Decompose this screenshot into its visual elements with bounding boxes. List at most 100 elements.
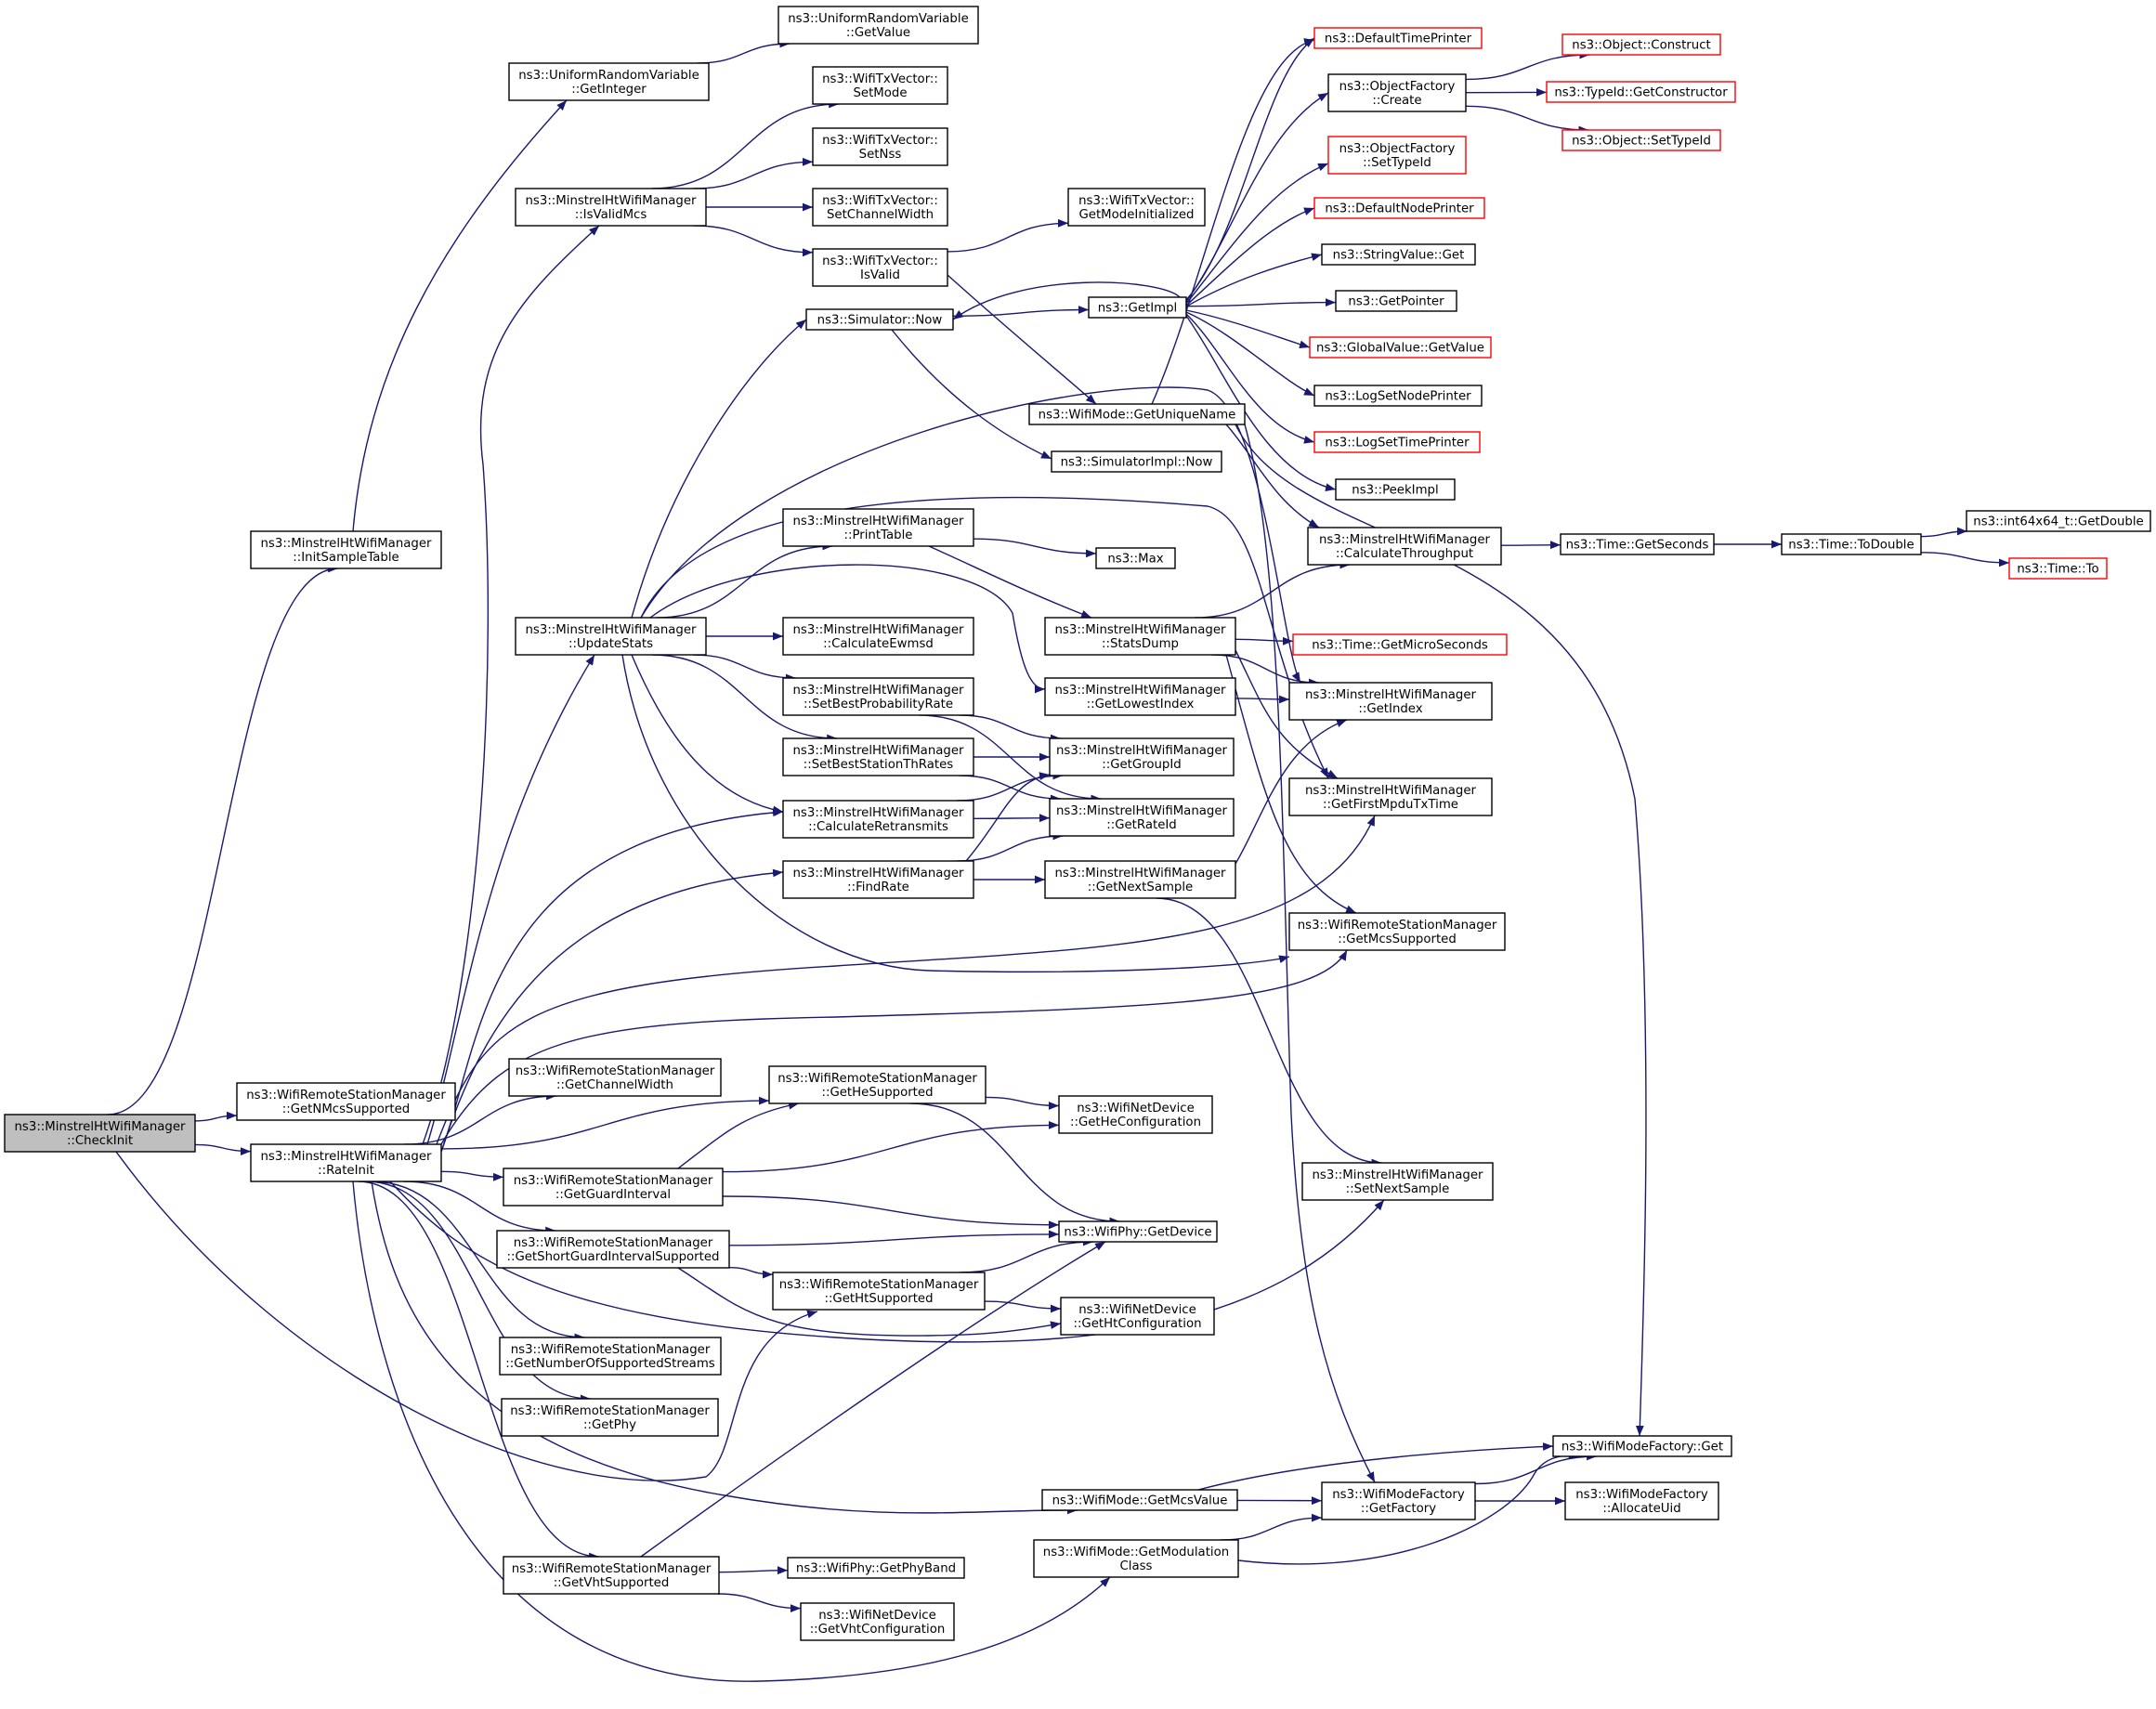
node-simnow[interactable]: ns3::Simulator::Now [805, 308, 954, 331]
node-label-line: ns3::MinstrelHtWifiManager [526, 194, 698, 208]
node-objfactsettypeid[interactable]: ns3::ObjectFactory::SetTypeId [1327, 136, 1467, 175]
node-initsample[interactable]: ns3::MinstrelHtWifiManager::InitSampleTa… [250, 530, 442, 569]
node-getvhtsupported[interactable]: ns3::WifiRemoteStationManager::GetVhtSup… [503, 1556, 720, 1595]
node-getdevice[interactable]: ns3::WifiPhy::GetDevice [1058, 1220, 1218, 1243]
node-setbestth[interactable]: ns3::MinstrelHtWifiManager::SetBestStati… [782, 737, 974, 776]
node-max[interactable]: ns3::Max [1095, 547, 1176, 569]
node-isvalid[interactable]: ns3::WifiTxVector::IsValid [812, 248, 948, 287]
node-setmode[interactable]: ns3::WifiTxVector::SetMode [812, 66, 948, 105]
node-setchannelwidth[interactable]: ns3::WifiTxVector::SetChannelWidth [812, 188, 948, 227]
node-label-line: ns3::UniformRandomVariable [518, 69, 699, 83]
node-gethtconfig[interactable]: ns3::WifiNetDevice::GetHtConfiguration [1060, 1297, 1215, 1336]
node-label-line: ::CalculateRetransmits [808, 820, 948, 834]
node-getguardinterval[interactable]: ns3::WifiRemoteStationManager::GetGuardI… [503, 1168, 724, 1207]
node-getchannelwidth[interactable]: ns3::WifiRemoteStationManager::GetChanne… [508, 1058, 722, 1097]
node-getuniquename[interactable]: ns3::WifiMode::GetUniqueName [1028, 403, 1246, 425]
edge-setbestth-to-getrateid [959, 775, 1061, 803]
node-todouble[interactable]: ns3::Time::ToDouble [1781, 533, 1922, 555]
node-getinteger[interactable]: ns3::UniformRandomVariable::GetInteger [508, 62, 710, 101]
node-getpointer[interactable]: ns3::GetPointer [1335, 290, 1457, 312]
node-allocateuid[interactable]: ns3::WifiModeFactory::AllocateUid [1564, 1481, 1719, 1520]
edge-updatestats-to-getlowestindex [649, 564, 1046, 694]
node-statsdump[interactable]: ns3::MinstrelHtWifiManager::StatsDump [1044, 617, 1236, 656]
edge-simnow-to-getimpl [952, 306, 1090, 317]
node-logsettime[interactable]: ns3::LogSetTimePrinter [1313, 431, 1481, 453]
node-getmcssupported[interactable]: ns3::WifiRemoteStationManager::GetMcsSup… [1288, 912, 1506, 951]
edge-calcthroughput-to-gettimeseconds [1500, 541, 1561, 550]
edge-gethesupported-to-getheconfig [985, 1096, 1060, 1110]
edge-getuniquename-to-getfactory [1244, 424, 1376, 1483]
node-label-line: ns3::WifiModeFactory [1575, 1488, 1708, 1502]
node-label-line: ns3::MinstrelHtWifiManager [793, 744, 965, 758]
node-label-line: ns3::Object::SetTypeId [1572, 135, 1711, 149]
node-getrateid[interactable]: ns3::MinstrelHtWifiManager::GetRateId [1049, 798, 1235, 837]
node-label-line: ns3::MinstrelHtWifiManager [1319, 533, 1491, 547]
node-getgroupid[interactable]: ns3::MinstrelHtWifiManager::GetGroupId [1049, 737, 1235, 776]
node-defnodeprinter[interactable]: ns3::DefaultNodePrinter [1313, 197, 1485, 219]
node-rateinit[interactable]: ns3::MinstrelHtWifiManager::RateInit [250, 1143, 442, 1182]
node-getphyband[interactable]: ns3::WifiPhy::GetPhyBand [787, 1557, 965, 1579]
node-getfirstmpdu[interactable]: ns3::MinstrelHtWifiManager::GetFirstMpdu… [1288, 777, 1493, 816]
node-getindex[interactable]: ns3::MinstrelHtWifiManager::GetIndex [1288, 682, 1493, 721]
node-getlowestindex[interactable]: ns3::MinstrelHtWifiManager::GetLowestInd… [1044, 677, 1236, 716]
node-logsetnode[interactable]: ns3::LogSetNodePrinter [1313, 385, 1483, 407]
node-gethtsupported[interactable]: ns3::WifiRemoteStationManager::GetHtSupp… [772, 1272, 986, 1311]
node-getfactory[interactable]: ns3::WifiModeFactory::GetFactory [1321, 1481, 1476, 1520]
node-getphy[interactable]: ns3::WifiRemoteStationManager::GetPhy [501, 1398, 719, 1437]
node-getheconfig[interactable]: ns3::WifiNetDevice::GetHeConfiguration [1058, 1095, 1213, 1134]
node-getimpl[interactable]: ns3::GetImpl [1088, 296, 1187, 319]
edge-getmodclass-to-getfactory [1221, 1513, 1323, 1541]
node-setnss[interactable]: ns3::WifiTxVector::SetNss [812, 127, 948, 166]
node-objsettypeid[interactable]: ns3::Object::SetTypeId [1561, 129, 1721, 151]
node-label-line: ns3::WifiRemoteStationManager [511, 1343, 711, 1357]
node-setnextsample[interactable]: ns3::MinstrelHtWifiManager::SetNextSampl… [1301, 1162, 1494, 1201]
node-getnumstreams[interactable]: ns3::WifiRemoteStationManager::GetNumber… [499, 1337, 722, 1376]
node-getmodeinit[interactable]: ns3::WifiTxVector::GetModeInitialized [1067, 188, 1206, 227]
node-label-line: ns3::WifiTxVector:: [822, 254, 938, 268]
node-getmcsvalue[interactable]: ns3::WifiMode::GetMcsValue [1041, 1489, 1238, 1511]
node-simimplnow[interactable]: ns3::SimulatorImpl::Now [1051, 450, 1222, 473]
node-getmicroseconds[interactable]: ns3::Time::GetMicroSeconds [1292, 633, 1508, 656]
node-label-line: ::GetLowestIndex [1087, 698, 1195, 711]
node-getnextsample[interactable]: ns3::MinstrelHtWifiManager::GetNextSampl… [1044, 860, 1236, 899]
node-getvalue_urv[interactable]: ns3::UniformRandomVariable::GetValue [777, 6, 979, 45]
node-calcretrans[interactable]: ns3::MinstrelHtWifiManager::CalculateRet… [782, 800, 974, 839]
node-getnmcs[interactable]: ns3::WifiRemoteStationManager::GetNMcsSu… [236, 1082, 456, 1121]
node-calcthroughput[interactable]: ns3::MinstrelHtWifiManager::CalculateThr… [1307, 527, 1502, 566]
node-gettimeseconds[interactable]: ns3::Time::GetSeconds [1560, 533, 1715, 555]
edge-getnextsample-to-getindex [1235, 719, 1348, 865]
node-gethesupported[interactable]: ns3::WifiRemoteStationManager::GetHeSupp… [768, 1065, 987, 1104]
node-isvalidmcs[interactable]: ns3::MinstrelHtWifiManager::IsValidMcs [515, 188, 707, 227]
node-typeidgetctor[interactable]: ns3::TypeId::GetConstructor [1546, 81, 1736, 103]
node-stringvalueget[interactable]: ns3::StringValue::Get [1321, 243, 1476, 266]
edge-getimpl-to-stringvalueget [1185, 253, 1323, 307]
node-setbestprob[interactable]: ns3::MinstrelHtWifiManager::SetBestProba… [782, 677, 974, 716]
node-deftimeprinter[interactable]: ns3::DefaultTimePrinter [1313, 27, 1483, 49]
node-getshortgi[interactable]: ns3::WifiRemoteStationManager::GetShortG… [496, 1230, 730, 1269]
node-printtable[interactable]: ns3::MinstrelHtWifiManager::PrintTable [782, 508, 974, 547]
node-int64getdouble[interactable]: ns3::int64x64_t::GetDouble [1966, 510, 2151, 532]
edge-getguardinterval-to-gethesupported [677, 1101, 800, 1169]
node-label-line: ::GetHeConfiguration [1070, 1115, 1201, 1129]
node-wifimodefactget[interactable]: ns3::WifiModeFactory::Get [1552, 1435, 1732, 1457]
node-label-line: ns3::WifiMode::GetMcsValue [1052, 1494, 1228, 1508]
function-nodes: ns3::MinstrelHtWifiManager::CheckInitns3… [4, 6, 2151, 1641]
node-objconstruct[interactable]: ns3::Object::Construct [1561, 33, 1721, 56]
node-peekimpl[interactable]: ns3::PeekImpl [1335, 478, 1456, 501]
node-label-line: ns3::GlobalValue::GetValue [1316, 342, 1484, 356]
node-label-line: ns3::WifiPhy::GetDevice [1064, 1226, 1211, 1240]
edge-statsdump-to-getmicroseconds [1235, 636, 1294, 646]
node-label-line: ns3::WifiMode::GetModulation [1043, 1546, 1229, 1559]
edge-updatestats-to-calcretrans [631, 654, 784, 815]
node-label-line: ::GetMcsSupported [1338, 933, 1457, 946]
node-getvhtconfig[interactable]: ns3::WifiNetDevice::GetVhtConfiguration [800, 1602, 955, 1641]
node-label-line: ns3::MinstrelHtWifiManager [793, 684, 965, 698]
node-timeto[interactable]: ns3::Time::To [2008, 557, 2108, 580]
node-objfactcreate[interactable]: ns3::ObjectFactory::Create [1327, 73, 1467, 112]
node-updatestats[interactable]: ns3::MinstrelHtWifiManager::UpdateStats [515, 617, 707, 656]
node-globalvalue[interactable]: ns3::GlobalValue::GetValue [1309, 336, 1492, 359]
node-calcewmsd[interactable]: ns3::MinstrelHtWifiManager::CalculateEwm… [782, 617, 974, 656]
node-findrate[interactable]: ns3::MinstrelHtWifiManager::FindRate [782, 860, 974, 899]
